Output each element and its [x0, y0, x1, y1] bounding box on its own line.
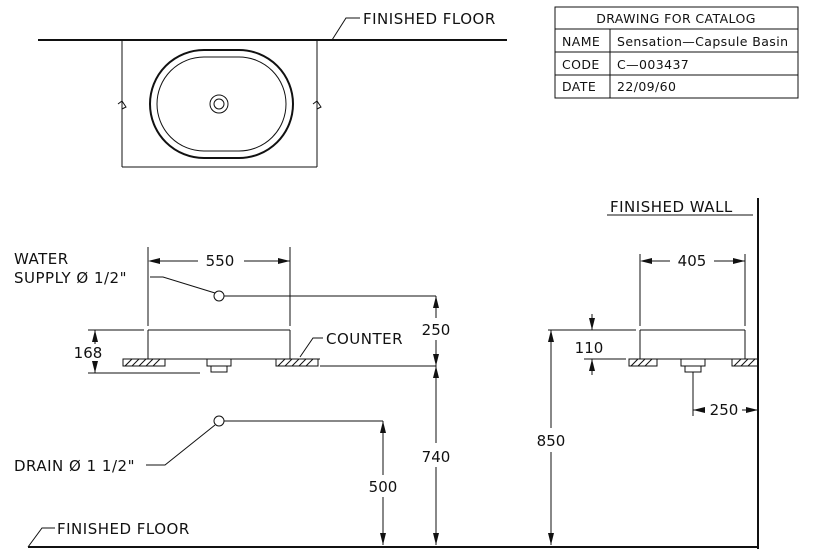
finished-floor-bottom: FINISHED FLOOR [27, 520, 758, 548]
dim-drain-height: 500 [369, 478, 398, 496]
finished-floor-leader-bottom [27, 527, 55, 548]
dim-supply-above-counter: 250 [422, 321, 451, 339]
dim-basin-width: 550 [206, 252, 235, 270]
finished-floor-leader-top [331, 17, 360, 41]
plan-view: FINISHED FLOOR [38, 10, 507, 168]
water-supply-label-line2: SUPPLY Ø 1/2" [14, 269, 127, 287]
dim-side-height: 110 [575, 339, 604, 357]
dim-drain-from-wall: 250 [710, 401, 739, 419]
dim-basin-height: 168 [74, 344, 103, 362]
title-block-date-value: 22/09/60 [617, 79, 676, 94]
drain-hole-plan [209, 94, 229, 114]
finished-floor-label-top: FINISHED FLOOR [363, 10, 496, 28]
drain-label: DRAIN Ø 1 1/2" [14, 457, 135, 475]
title-block-name-value: Sensation—Capsule Basin [617, 34, 788, 49]
counter-leader [299, 337, 323, 358]
dim-side-depth: 405 [678, 252, 707, 270]
counter-label: COUNTER [326, 330, 403, 348]
water-supply-leader [150, 276, 216, 294]
title-block: DRAWING FOR CATALOG NAME Sensation—Capsu… [554, 6, 799, 99]
finished-floor-label-bottom: FINISHED FLOOR [57, 520, 190, 538]
water-supply-point [213, 290, 225, 302]
title-block-code-value: C—003437 [617, 57, 689, 72]
dim-floor-to-top: 850 [537, 432, 566, 450]
side-elevation: FINISHED WALL 405 [537, 198, 759, 549]
finished-wall-label: FINISHED WALL [610, 198, 733, 216]
title-block-date-key: DATE [562, 79, 596, 94]
drain-leader [146, 424, 216, 466]
dim-counter-height: 740 [422, 448, 451, 466]
basin-inner-plan [156, 56, 287, 152]
front-elevation: COUNTER 550 168 WATER SUPPLY Ø 1/2" DRAI… [14, 247, 450, 545]
title-block-name-key: NAME [562, 34, 600, 49]
drain-point [213, 415, 225, 427]
water-supply-label-line1: WATER [14, 250, 69, 268]
title-block-heading: DRAWING FOR CATALOG [596, 11, 756, 26]
title-block-code-key: CODE [562, 57, 600, 72]
basin-outline-plan [149, 49, 294, 159]
